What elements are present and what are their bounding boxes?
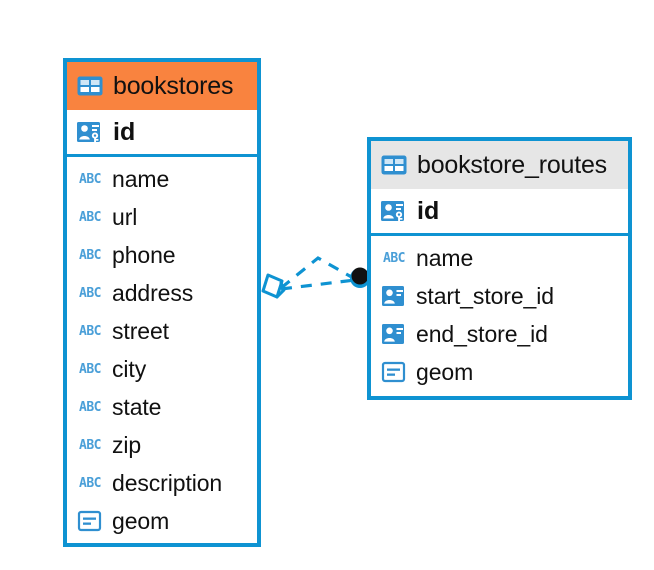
entity-header-bookstores[interactable]: bookstores bbox=[67, 62, 257, 110]
field-label: geom bbox=[112, 507, 170, 534]
field-row-description[interactable]: ABC description bbox=[67, 464, 257, 502]
field-label: state bbox=[112, 393, 162, 420]
abc-text-icon: ABC bbox=[79, 323, 101, 339]
field-row-name[interactable]: ABC name bbox=[67, 160, 257, 198]
field-row-street[interactable]: ABC street bbox=[67, 312, 257, 350]
abc-text-icon: ABC bbox=[79, 247, 101, 263]
field-label: end_store_id bbox=[416, 320, 548, 347]
field-label: zip bbox=[112, 431, 142, 458]
abc-text-icon: ABC bbox=[79, 399, 101, 415]
field-row-city[interactable]: ABC city bbox=[67, 350, 257, 388]
entity-pk-label-bookstore-routes: id bbox=[417, 196, 440, 225]
abc-text-icon: ABC bbox=[79, 361, 101, 377]
field-label: street bbox=[112, 317, 169, 344]
field-label: phone bbox=[112, 241, 176, 268]
primary-key-icon bbox=[77, 122, 100, 143]
field-label: name bbox=[112, 165, 170, 192]
field-label: url bbox=[112, 203, 138, 230]
field-row-start-store-id[interactable]: start_store_id bbox=[371, 277, 628, 315]
table-icon bbox=[381, 155, 407, 175]
primary-key-icon bbox=[381, 201, 404, 222]
field-row-geom[interactable]: geom bbox=[371, 353, 628, 391]
relationship-branch-lower bbox=[280, 278, 356, 291]
entity-pk-row-bookstore-routes[interactable]: id bbox=[371, 189, 628, 236]
field-label: city bbox=[112, 355, 147, 382]
field-label: geom bbox=[416, 358, 474, 385]
foreign-key-icon bbox=[382, 286, 404, 306]
field-row-state[interactable]: ABC state bbox=[67, 388, 257, 426]
field-row-url[interactable]: ABC url bbox=[67, 198, 257, 236]
geometry-icon bbox=[77, 510, 102, 532]
entity-bookstore-routes[interactable]: bookstore_routes id ABC name bbox=[367, 137, 632, 400]
entity-fields-bookstores: ABC name ABC url ABC phone ABC address A… bbox=[67, 157, 257, 540]
entity-pk-row-bookstores[interactable]: id bbox=[67, 110, 257, 157]
relationship-branch-upper bbox=[279, 256, 356, 290]
foreign-key-icon bbox=[382, 324, 404, 344]
field-label: name bbox=[416, 244, 474, 271]
field-label: address bbox=[112, 279, 194, 306]
entity-bookstores[interactable]: bookstores id ABC name ABC bbox=[63, 58, 261, 547]
abc-text-icon: ABC bbox=[79, 437, 101, 453]
entity-title-bookstores: bookstores bbox=[113, 71, 234, 100]
entity-header-bookstore-routes[interactable]: bookstore_routes bbox=[371, 141, 628, 189]
abc-text-icon: ABC bbox=[383, 250, 405, 266]
abc-text-icon: ABC bbox=[79, 209, 101, 225]
field-label: description bbox=[112, 469, 223, 496]
field-row-phone[interactable]: ABC phone bbox=[67, 236, 257, 274]
abc-text-icon: ABC bbox=[79, 475, 101, 491]
entity-pk-label-bookstores: id bbox=[113, 117, 136, 146]
geometry-icon bbox=[381, 361, 406, 383]
diamond-marker bbox=[261, 273, 286, 299]
entity-title-bookstore-routes: bookstore_routes bbox=[417, 150, 607, 179]
field-row-geom[interactable]: geom bbox=[67, 502, 257, 540]
entity-fields-bookstore-routes: ABC name start_store_id bbox=[371, 236, 628, 391]
field-row-end-store-id[interactable]: end_store_id bbox=[371, 315, 628, 353]
field-row-address[interactable]: ABC address bbox=[67, 274, 257, 312]
field-label: start_store_id bbox=[416, 282, 554, 309]
field-row-zip[interactable]: ABC zip bbox=[67, 426, 257, 464]
abc-text-icon: ABC bbox=[79, 285, 101, 301]
abc-text-icon: ABC bbox=[79, 171, 101, 187]
table-icon bbox=[77, 76, 103, 96]
field-row-name[interactable]: ABC name bbox=[371, 239, 628, 277]
